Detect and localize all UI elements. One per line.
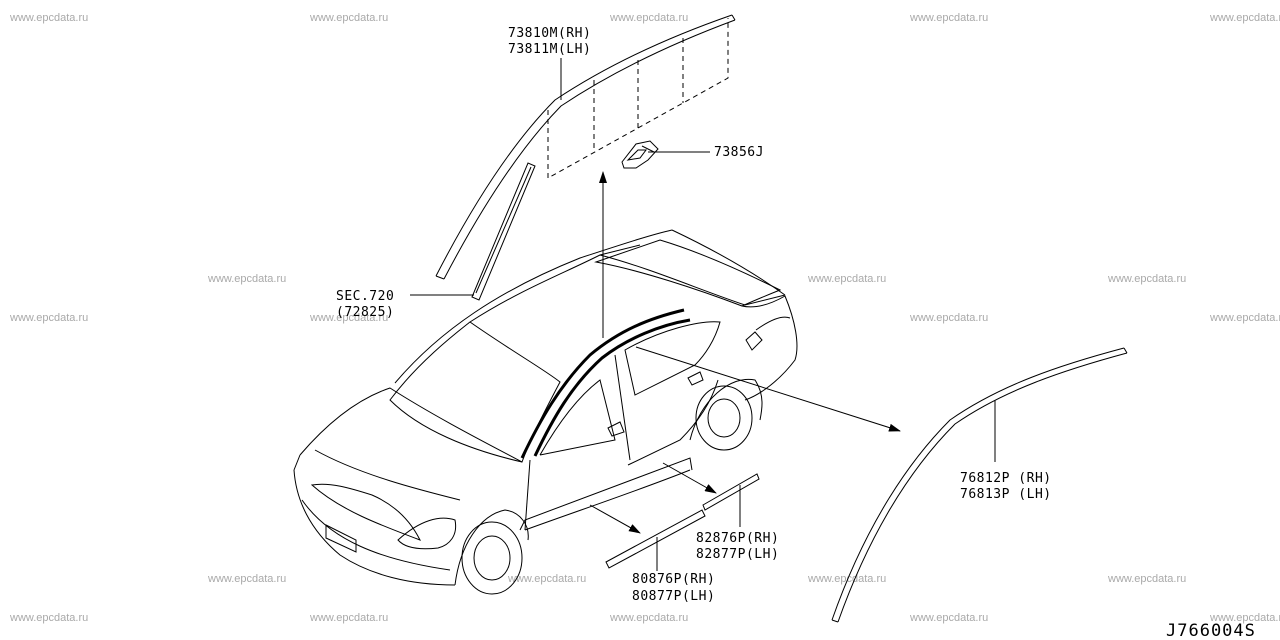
label-73856j: 73856J bbox=[714, 145, 764, 160]
label-76813p: 76813P (LH) bbox=[960, 487, 1052, 502]
sec-720-strip bbox=[410, 162, 536, 301]
watermark: www.epcdata.ru bbox=[609, 612, 688, 624]
watermark: www.epcdata.ru bbox=[909, 312, 988, 324]
watermark: www.epcdata.ru bbox=[807, 273, 886, 285]
watermark: www.epcdata.ru bbox=[207, 273, 286, 285]
watermark: www.epcdata.ru bbox=[1209, 312, 1280, 324]
watermark: www.epcdata.ru bbox=[807, 573, 886, 585]
watermark: www.epcdata.ru bbox=[309, 312, 388, 324]
front-sill-strip bbox=[605, 509, 706, 571]
watermark: www.epcdata.ru bbox=[909, 12, 988, 24]
rear-sill-strip bbox=[702, 473, 760, 527]
watermark: www.epcdata.ru bbox=[909, 612, 988, 624]
watermark: www.epcdata.ru bbox=[1209, 12, 1280, 24]
watermark: www.epcdata.ru bbox=[1107, 273, 1186, 285]
label-72825: (72825) bbox=[336, 305, 394, 320]
label-73811m: 73811M(LH) bbox=[508, 42, 591, 57]
watermark: www.epcdata.ru bbox=[207, 573, 286, 585]
watermark: www.epcdata.ru bbox=[1107, 573, 1186, 585]
car-illustration bbox=[293, 229, 798, 595]
watermark-layer: www.epcdata.ru www.epcdata.ru www.epcdat… bbox=[9, 12, 1280, 624]
label-82877p: 82877P(LH) bbox=[696, 547, 779, 562]
watermark: www.epcdata.ru bbox=[1209, 612, 1280, 624]
label-73810m: 73810M(RH) bbox=[508, 26, 591, 41]
roof-molding-strip bbox=[831, 347, 1128, 623]
label-sec-720: SEC.720 bbox=[336, 289, 394, 304]
watermark: www.epcdata.ru bbox=[609, 12, 688, 24]
part-labels: 73810M(RH) 73811M(LH) 73856J SEC.720 (72… bbox=[336, 26, 1052, 604]
label-80877p: 80877P(LH) bbox=[632, 589, 715, 604]
label-80876p: 80876P(RH) bbox=[632, 572, 715, 587]
watermark: www.epcdata.ru bbox=[309, 612, 388, 624]
callout-arrows bbox=[589, 171, 901, 534]
watermark: www.epcdata.ru bbox=[9, 12, 88, 24]
label-82876p: 82876P(RH) bbox=[696, 531, 779, 546]
watermark: www.epcdata.ru bbox=[309, 12, 388, 24]
clip-part bbox=[621, 140, 710, 169]
watermark: www.epcdata.ru bbox=[9, 312, 88, 324]
watermark: www.epcdata.ru bbox=[507, 573, 586, 585]
diagram-code: J766004S bbox=[1166, 621, 1256, 640]
window-sash-molding bbox=[435, 14, 736, 280]
label-76812p: 76812P (RH) bbox=[960, 471, 1052, 486]
watermark: www.epcdata.ru bbox=[9, 612, 88, 624]
